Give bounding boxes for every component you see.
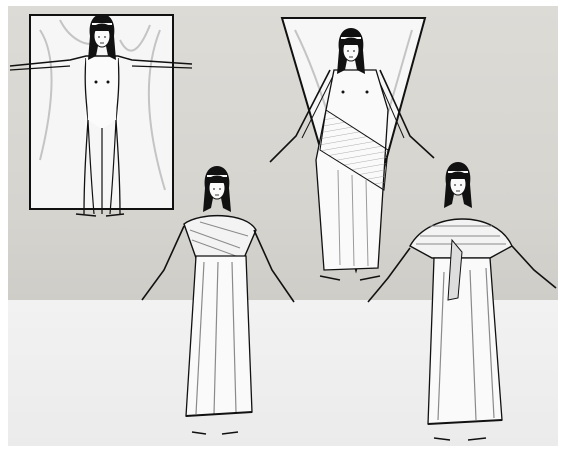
figure-triangle-wrap <box>270 18 434 280</box>
shawl <box>184 216 256 258</box>
figure-unclothed <box>10 14 192 216</box>
figure-knotted-dress <box>368 162 556 440</box>
